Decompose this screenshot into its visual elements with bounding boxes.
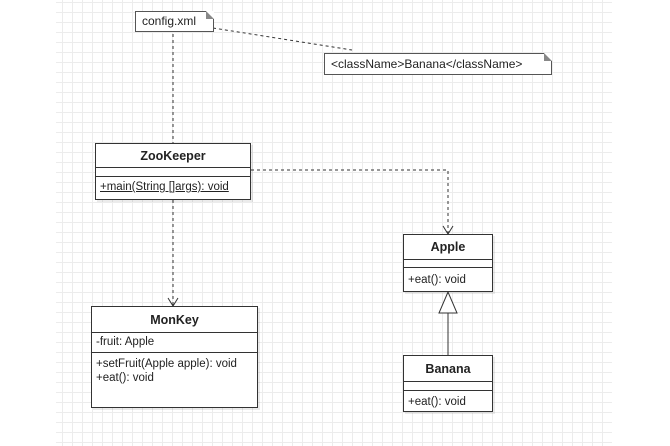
config-note-text: config.xml <box>142 14 197 28</box>
class-zookeeper-attributes <box>96 168 250 177</box>
operation-eat: +eat(): void <box>408 274 466 286</box>
operation-eat: +eat(): void <box>408 396 466 408</box>
class-apple-name: Apple <box>404 235 492 260</box>
note-fold-icon <box>544 53 552 61</box>
class-monkey-operations: +setFruit(Apple apple): void +eat(): voi… <box>92 353 257 387</box>
classname-note-text: <className>Banana</className> <box>331 57 523 71</box>
note-link-line <box>212 27 353 51</box>
class-banana-name: Banana <box>404 356 492 382</box>
attribute-fruit: -fruit: Apple <box>96 336 155 348</box>
class-banana-attributes <box>404 382 492 391</box>
class-apple-attributes <box>404 260 492 268</box>
class-zookeeper[interactable]: ZooKeeper +main(String []args): void <box>95 143 251 200</box>
class-zookeeper-operations: +main(String []args): void <box>96 177 250 196</box>
classname-note[interactable]: <className>Banana</className> <box>324 53 552 75</box>
config-note[interactable]: config.xml <box>135 11 214 32</box>
class-monkey-name: MonKey <box>92 307 257 333</box>
generalization-arrowhead <box>438 290 458 314</box>
operation-eat: +eat(): void <box>96 372 154 384</box>
note-fold-icon <box>206 11 214 19</box>
zookeeper-apple-dependency <box>251 169 449 234</box>
class-monkey-attributes: -fruit: Apple <box>92 333 257 353</box>
class-banana[interactable]: Banana +eat(): void <box>403 355 493 412</box>
class-zookeeper-name: ZooKeeper <box>96 144 250 168</box>
class-banana-operations: +eat(): void <box>404 391 492 411</box>
operation-setfruit: +setFruit(Apple apple): void <box>96 358 237 370</box>
class-monkey[interactable]: MonKey -fruit: Apple +setFruit(Apple app… <box>91 306 258 408</box>
operation-main: +main(String []args): void <box>100 181 229 193</box>
class-apple[interactable]: Apple +eat(): void <box>403 234 493 292</box>
class-apple-operations: +eat(): void <box>404 268 492 289</box>
